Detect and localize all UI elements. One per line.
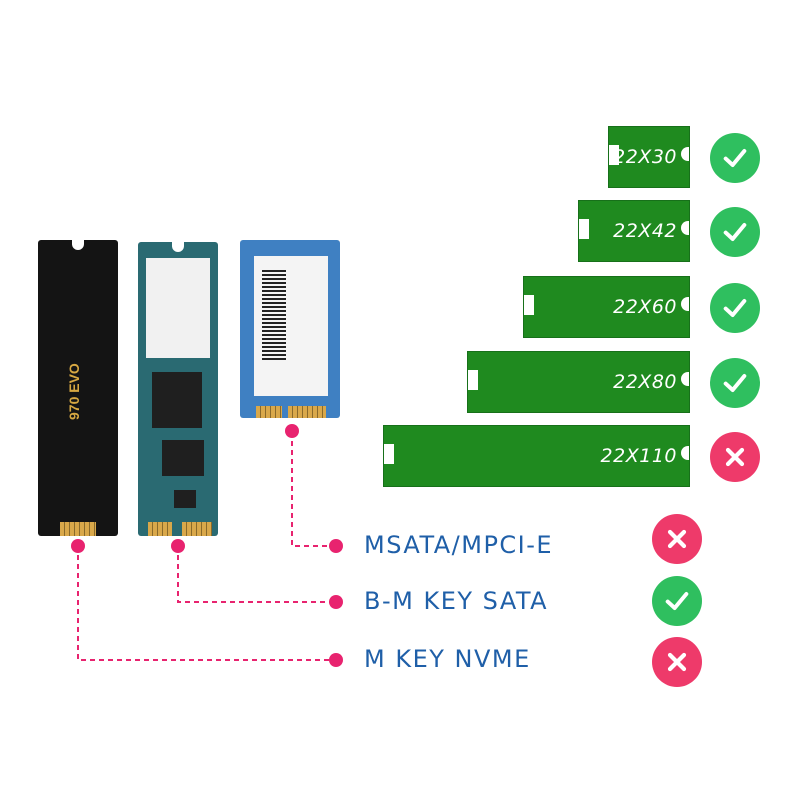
check-icon — [710, 283, 760, 333]
check-icon — [710, 207, 760, 257]
gold-contacts — [60, 522, 96, 536]
check-icon — [652, 576, 702, 626]
card-chip — [152, 372, 202, 428]
size-bar-22x42: 22X42 — [578, 200, 690, 262]
check-icon — [710, 358, 760, 408]
connector-dot — [71, 539, 85, 553]
card-chip — [174, 490, 196, 508]
gold-contacts — [148, 522, 172, 536]
gold-contacts — [288, 406, 326, 418]
protocol-label-nvme: M KEY NVME — [364, 645, 531, 673]
gold-contacts — [182, 522, 212, 536]
size-label: 22X30 — [613, 146, 677, 168]
line-msata — [291, 432, 336, 547]
card-brand-label: 970 EVO — [66, 363, 82, 420]
line-nvme — [77, 546, 336, 661]
card-sticker — [146, 258, 210, 358]
msata-card — [240, 240, 340, 418]
size-label: 22X80 — [613, 371, 677, 393]
size-bar-22x80: 22X80 — [467, 351, 690, 413]
size-label: 22X110 — [600, 445, 677, 467]
size-bar-22x110: 22X110 — [383, 425, 690, 487]
cross-icon — [652, 514, 702, 564]
connector-dot — [329, 653, 343, 667]
check-icon — [710, 133, 760, 183]
size-label: 22X60 — [613, 296, 677, 318]
card-notch — [172, 242, 184, 252]
connector-dot — [285, 424, 299, 438]
card-chip — [162, 440, 204, 476]
size-bar-22x30: 22X30 — [608, 126, 690, 188]
m2-sata-card — [138, 242, 218, 536]
size-label: 22X42 — [613, 220, 677, 242]
cross-icon — [710, 432, 760, 482]
protocol-label-msata: MSATA/MPCI-E — [364, 531, 554, 559]
protocol-label-sata: B-M KEY SATA — [364, 587, 549, 615]
connector-dot — [329, 539, 343, 553]
size-bar-22x60: 22X60 — [523, 276, 690, 338]
connector-dot — [171, 539, 185, 553]
connector-dot — [329, 595, 343, 609]
card-notch — [72, 240, 84, 250]
barcode — [262, 270, 286, 360]
gold-contacts — [256, 406, 282, 418]
cross-icon — [652, 637, 702, 687]
line-sata — [177, 546, 336, 603]
m2-nvme-card: 970 EVO — [38, 240, 118, 536]
